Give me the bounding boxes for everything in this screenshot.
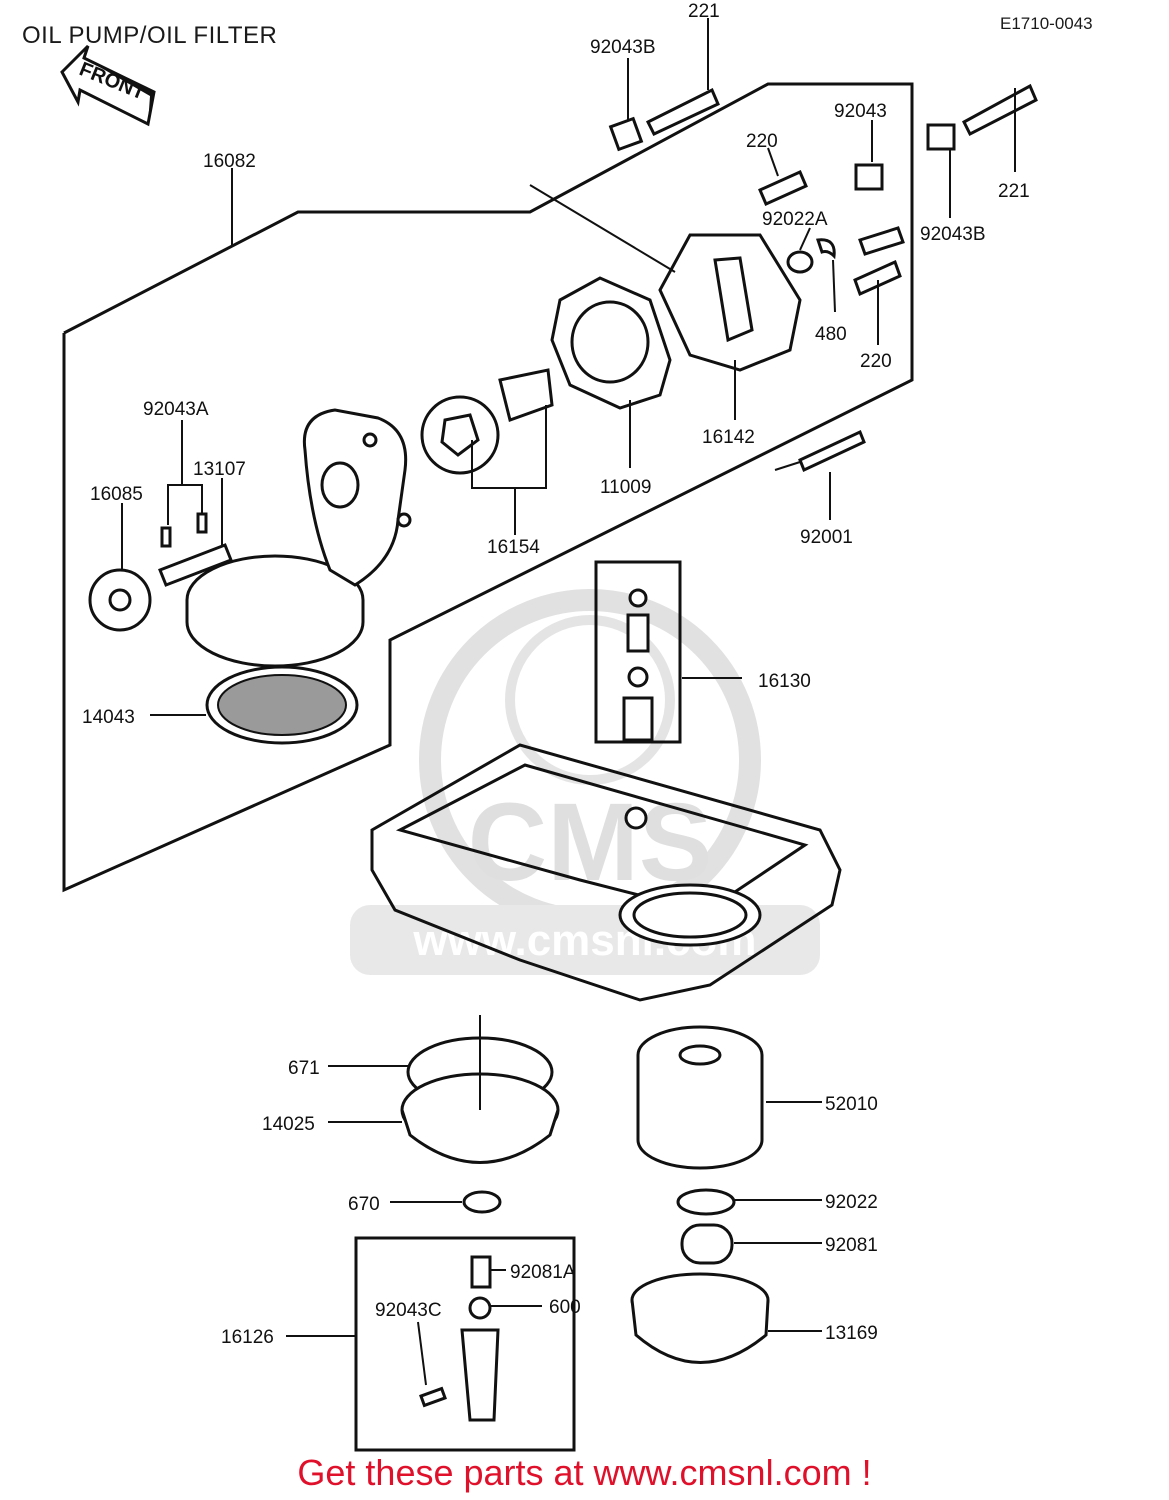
bolt	[853, 259, 902, 297]
valve-cap	[628, 588, 648, 608]
long-bolt	[798, 429, 866, 473]
pump-cover-slot	[713, 256, 754, 343]
spring-92081	[680, 1223, 734, 1265]
collar	[854, 163, 884, 191]
part-label-p16130[interactable]: 16130	[758, 671, 811, 692]
part-label-p92043b_b[interactable]: 92043B	[920, 224, 986, 245]
pump-gasket-opening	[570, 300, 650, 384]
strainer-mesh	[217, 674, 347, 736]
part-label-p14043[interactable]: 14043	[82, 707, 135, 728]
part-labels: 221 92043B 92043 220 221 16082 92022A 92043B 480…	[82, 1, 1030, 1348]
o-ring-670	[462, 1190, 502, 1214]
front-arrow: FRONT	[60, 44, 156, 127]
pan-boss	[624, 806, 648, 830]
part-label-p11009[interactable]: 11009	[600, 477, 651, 498]
oil-filter-core	[678, 1044, 722, 1066]
valve-body	[622, 696, 654, 742]
pump-shaft	[158, 543, 233, 587]
filter-cover-body	[630, 1299, 770, 1364]
leader-lines	[121, 18, 1016, 1386]
collar	[608, 116, 644, 152]
dowel-pin	[160, 526, 172, 548]
spring-92081a	[470, 1255, 492, 1289]
part-label-p92043a[interactable]: 92043A	[143, 399, 209, 420]
valve-spring	[626, 613, 650, 653]
filter-mount-bore	[632, 891, 748, 939]
washer	[786, 250, 814, 274]
filter-parts	[354, 1025, 770, 1452]
long-bolt	[645, 87, 720, 136]
bolt	[758, 170, 808, 206]
dowel-pin	[196, 512, 208, 534]
part-label-p16142[interactable]: 16142	[702, 427, 755, 448]
part-label-p13169[interactable]: 13169	[825, 1323, 878, 1344]
filter-bracket-skirt	[400, 1109, 560, 1164]
oil-pickup-pan-rim	[185, 600, 365, 668]
bypass-valve-box	[354, 1236, 576, 1452]
part-label-p16085[interactable]: 16085	[90, 484, 143, 505]
part-label-p92022[interactable]: 92022	[825, 1192, 878, 1213]
part-label-p220b[interactable]: 220	[860, 351, 892, 372]
ball-600	[468, 1296, 492, 1320]
washer-92022	[676, 1188, 736, 1216]
part-label-p16082[interactable]: 16082	[203, 151, 256, 172]
part-label-p600[interactable]: 600	[549, 1297, 581, 1318]
circlip	[815, 238, 836, 260]
part-label-p92081a[interactable]: 92081A	[510, 1262, 576, 1283]
pump-sprocket-hub	[108, 588, 132, 612]
oil-pump-parts	[88, 83, 1038, 745]
part-label-p92043[interactable]: 92043	[834, 101, 887, 122]
part-label-p221a[interactable]: 221	[688, 1, 720, 22]
oil-pan-inner	[395, 763, 809, 914]
housing-bolt-hole	[362, 432, 378, 448]
part-label-p221b[interactable]: 221	[998, 181, 1030, 202]
valve-ball	[627, 666, 649, 688]
relief-valve-box	[594, 560, 682, 744]
part-label-p92081[interactable]: 92081	[825, 1235, 878, 1256]
part-label-p16154[interactable]: 16154	[487, 537, 540, 558]
part-label-p92043b_a[interactable]: 92043B	[590, 37, 656, 58]
part-label-p92043c[interactable]: 92043C	[375, 1300, 442, 1321]
part-label-p14025[interactable]: 14025	[262, 1114, 315, 1135]
part-label-p670[interactable]: 670	[348, 1194, 380, 1215]
pump-housing-bore	[320, 461, 360, 509]
diagram-code: E1710-0043	[1000, 14, 1093, 33]
relief-valve-group	[594, 560, 682, 744]
part-label-p220a[interactable]: 220	[746, 131, 778, 152]
oil-filter-body	[636, 1055, 764, 1170]
part-label-p480[interactable]: 480	[815, 324, 847, 345]
outer-rotor-lobe	[440, 413, 480, 457]
part-label-p52010[interactable]: 52010	[825, 1094, 878, 1115]
watermark-face-icon	[505, 615, 675, 785]
pump-assembly-border	[62, 82, 914, 893]
housing-bolt-hole	[396, 512, 412, 528]
bypass-valve-body	[460, 1328, 500, 1422]
oil-pan-outline	[370, 743, 842, 1002]
part-label-p13107[interactable]: 13107	[193, 459, 246, 480]
part-label-p92001[interactable]: 92001	[800, 527, 853, 548]
long-bolt	[962, 83, 1038, 137]
oil-pan	[370, 743, 842, 1002]
page-title: OIL PUMP/OIL FILTER	[22, 22, 278, 49]
part-label-p671[interactable]: 671	[288, 1058, 320, 1079]
part-label-p16126[interactable]: 16126	[221, 1327, 274, 1348]
part-label-p92022a[interactable]: 92022A	[762, 209, 828, 230]
bolt	[858, 226, 905, 256]
pin-92043c	[419, 1386, 447, 1408]
collar	[926, 123, 956, 151]
footer-cta-link[interactable]: Get these parts at www.cmsnl.com !	[297, 1452, 872, 1493]
inner-rotor	[498, 368, 554, 422]
